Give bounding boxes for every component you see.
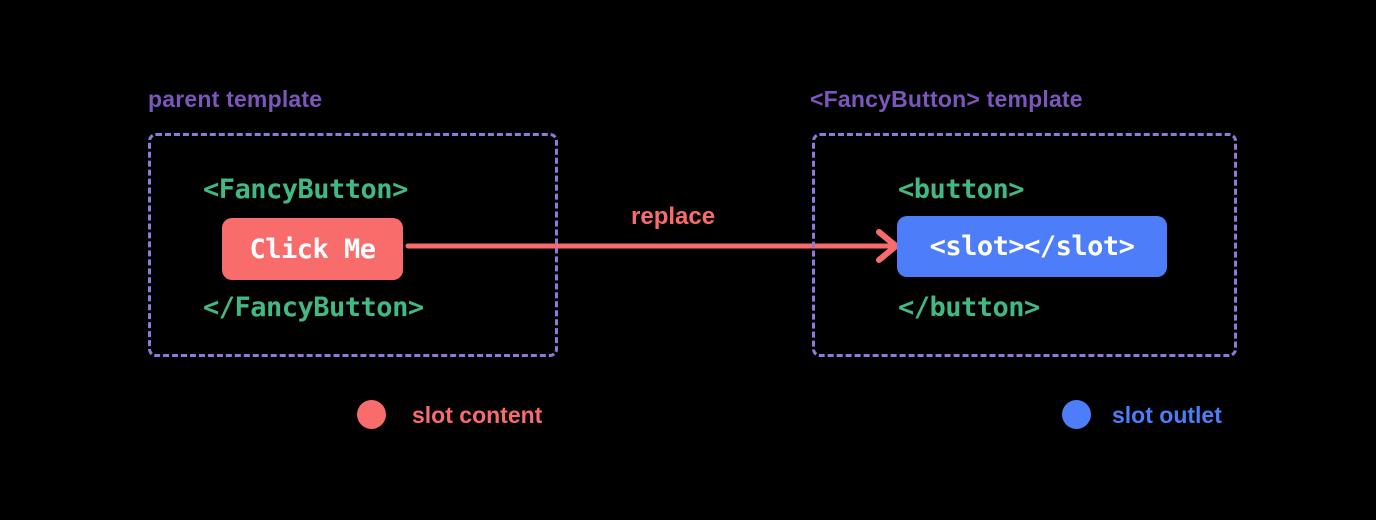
- click-me-button: Click Me: [222, 218, 403, 280]
- button-close-tag: </button>: [898, 292, 1040, 323]
- fancybutton-template-box: [812, 133, 1237, 357]
- fancybutton-close-tag: </FancyButton>: [203, 292, 424, 323]
- button-open-tag: <button>: [898, 174, 1025, 205]
- slot-outlet-label: slot outlet: [1112, 402, 1222, 428]
- replace-label: replace: [631, 203, 716, 230]
- slot-content-dot-icon: [357, 400, 386, 429]
- slot-outlet-dot-icon: [1062, 400, 1091, 429]
- fancybutton-template-title: <FancyButton> template: [810, 86, 1083, 112]
- slot-content-label: slot content: [412, 402, 543, 428]
- parent-template-title: parent template: [148, 86, 323, 112]
- fancybutton-open-tag: <FancyButton>: [203, 174, 408, 205]
- click-me-label: Click Me: [249, 233, 376, 265]
- slot-outlet-box: <slot></slot>: [897, 216, 1167, 277]
- slot-code: <slot></slot>: [929, 231, 1135, 262]
